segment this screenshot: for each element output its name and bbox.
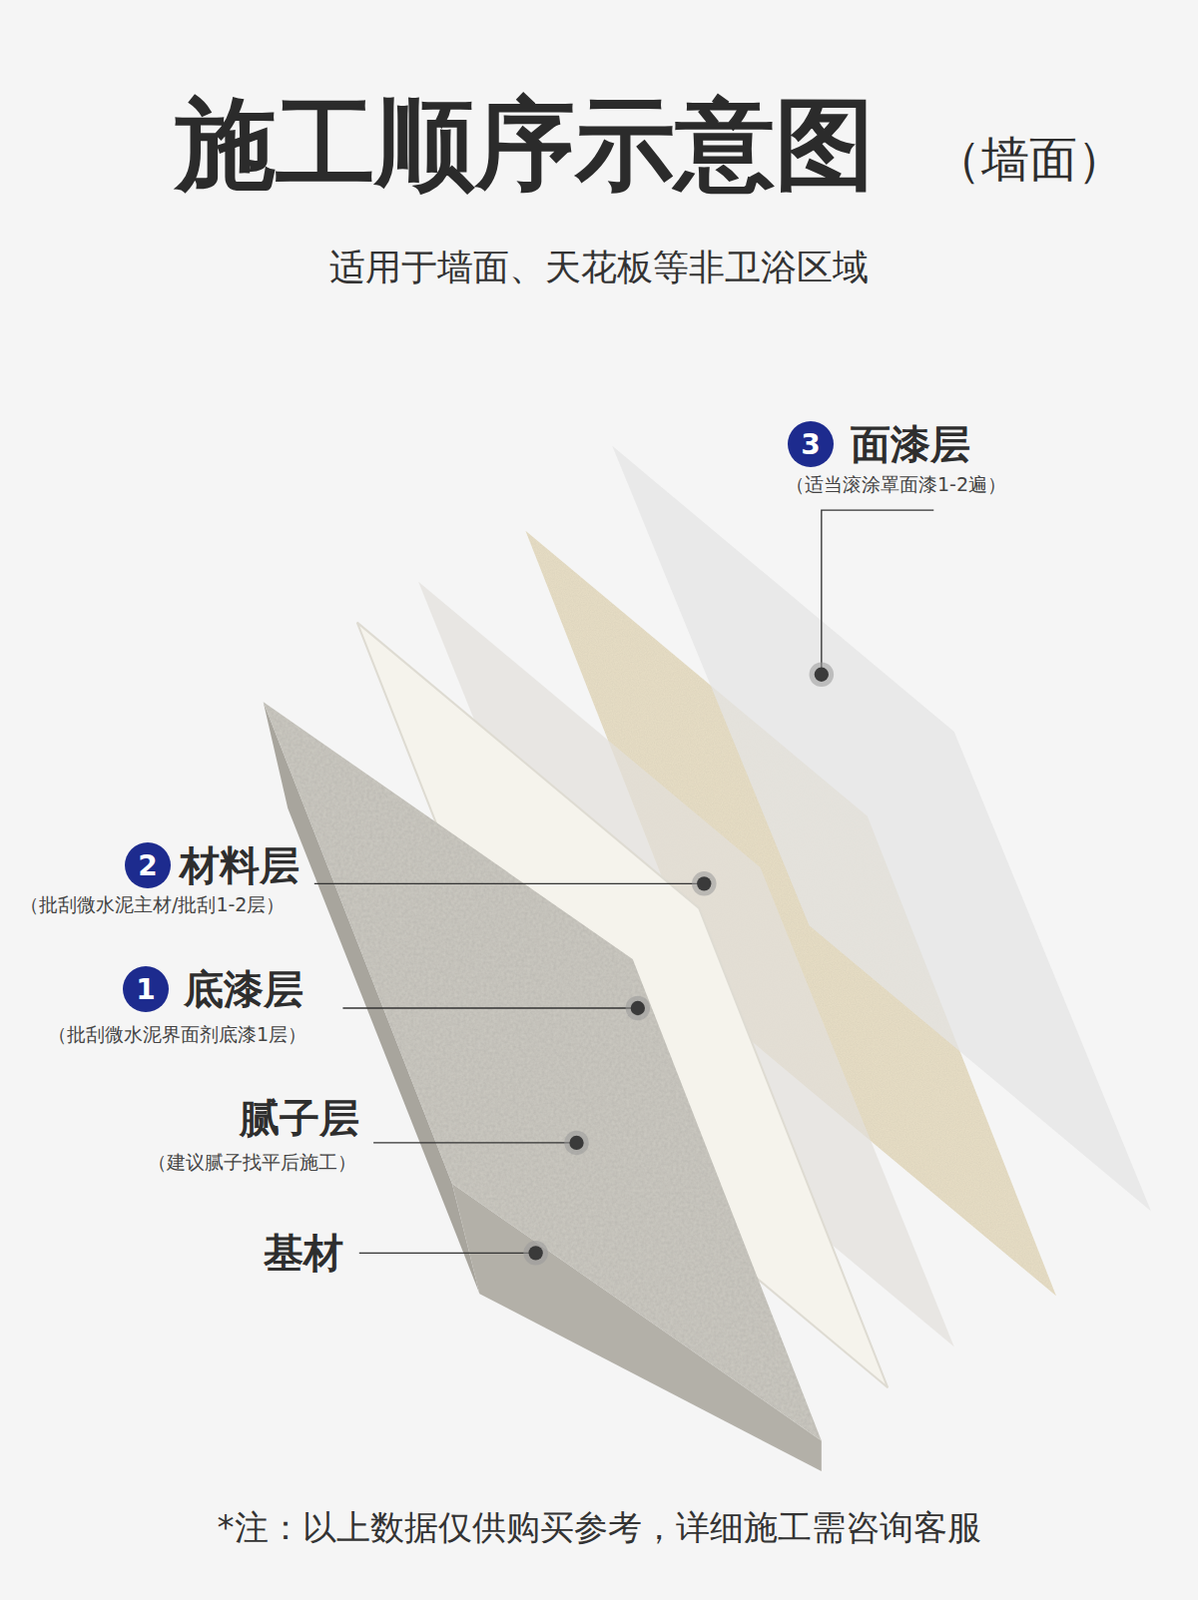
leader-line — [314, 883, 700, 885]
layer-note: （适当滚涂罩面漆1-2遍） — [785, 473, 1007, 497]
layer-name: 底漆层 — [183, 965, 304, 1014]
layer-name: 腻子层 — [239, 1094, 360, 1143]
title-note: （墙面） — [933, 130, 1126, 189]
footnote: *注：以上数据仅供购买参考，详细施工需咨询客服 — [0, 1507, 1198, 1549]
base-slab — [263, 701, 822, 1441]
layer-name: 材料层 — [179, 841, 300, 890]
leader-line — [373, 1142, 573, 1144]
leader-line — [359, 1252, 533, 1254]
callout-number: 3 — [787, 421, 834, 468]
subtitle: 适用于墙面、天花板等非卫浴区域 — [0, 245, 1198, 289]
callout-number: 2 — [124, 842, 171, 889]
leader-line — [821, 510, 934, 669]
layer-name: 面漆层 — [850, 420, 971, 469]
leader-line — [342, 1007, 633, 1009]
callout-number-text: 2 — [137, 849, 157, 883]
layer-note: （批刮微水泥界面剂底漆1层） — [47, 1023, 307, 1047]
callout-number-text: 1 — [135, 973, 155, 1007]
layer-name: 基材 — [263, 1228, 344, 1277]
callout-number: 1 — [122, 966, 169, 1013]
callout-number-text: 3 — [800, 428, 820, 462]
leader-dots — [523, 662, 834, 1266]
title: 施工顺序示意图 — [175, 84, 875, 205]
layer-note: （建议腻子找平后施工） — [147, 1151, 357, 1175]
layer-note: （批刮微水泥主材/批刮1-2层） — [19, 893, 285, 917]
